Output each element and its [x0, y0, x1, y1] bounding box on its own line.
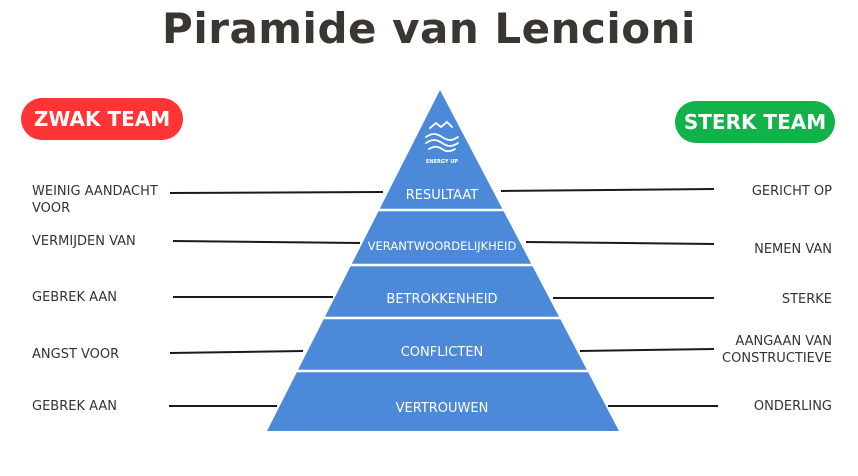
level-label-vertrouwen: VERTROUWEN — [396, 401, 489, 416]
weak-team-label: ZWAK TEAM — [33, 107, 171, 131]
logo-text: ENERGY UP — [426, 159, 458, 165]
level-label-betrokkenheid: BETROKKENHEID — [386, 292, 497, 307]
connector-line-right — [500, 188, 715, 192]
strong-team-descriptor: ONDERLING — [753, 399, 832, 414]
strong-team-descriptor: AANGAAN VAN CONSTRUCTIEVE — [722, 334, 832, 366]
strong-team-badge: STERK TEAM — [675, 101, 835, 143]
connector-line-left — [169, 350, 304, 354]
strong-team-descriptor: STERKE — [781, 292, 832, 307]
level-label-resultaat: RESULTAAT — [406, 188, 479, 203]
weak-team-badge: ZWAK TEAM — [21, 98, 183, 140]
connector-line-left — [172, 240, 361, 244]
connector-line-right — [525, 241, 715, 245]
page-title: Piramide van Lencioni — [162, 4, 696, 53]
weak-team-descriptor: GEBREK AAN — [32, 399, 117, 414]
level-label-verantwoordelijkheid: VERANTWOORDELIJKHEID — [368, 239, 517, 253]
wave-icon — [425, 120, 459, 153]
energy-up-logo: ENERGY UP — [425, 120, 459, 165]
weak-team-descriptor: ANGST VOOR — [32, 347, 120, 362]
weak-team-descriptor: VERMIJDEN VAN — [32, 234, 136, 249]
weak-team-descriptor: WEINIG AANDACHT VOOR — [32, 184, 158, 216]
connector-line-left — [169, 191, 384, 194]
level-label-conflicten: CONFLICTEN — [401, 345, 484, 360]
weak-team-descriptor: GEBREK AAN — [32, 290, 117, 305]
connector-line-right — [579, 348, 715, 352]
strong-team-label: STERK TEAM — [683, 110, 827, 134]
strong-team-descriptor: NEMEN VAN — [754, 242, 832, 257]
pyramid-shape — [267, 90, 619, 431]
strong-team-descriptor: GERICHT OP — [751, 184, 832, 199]
